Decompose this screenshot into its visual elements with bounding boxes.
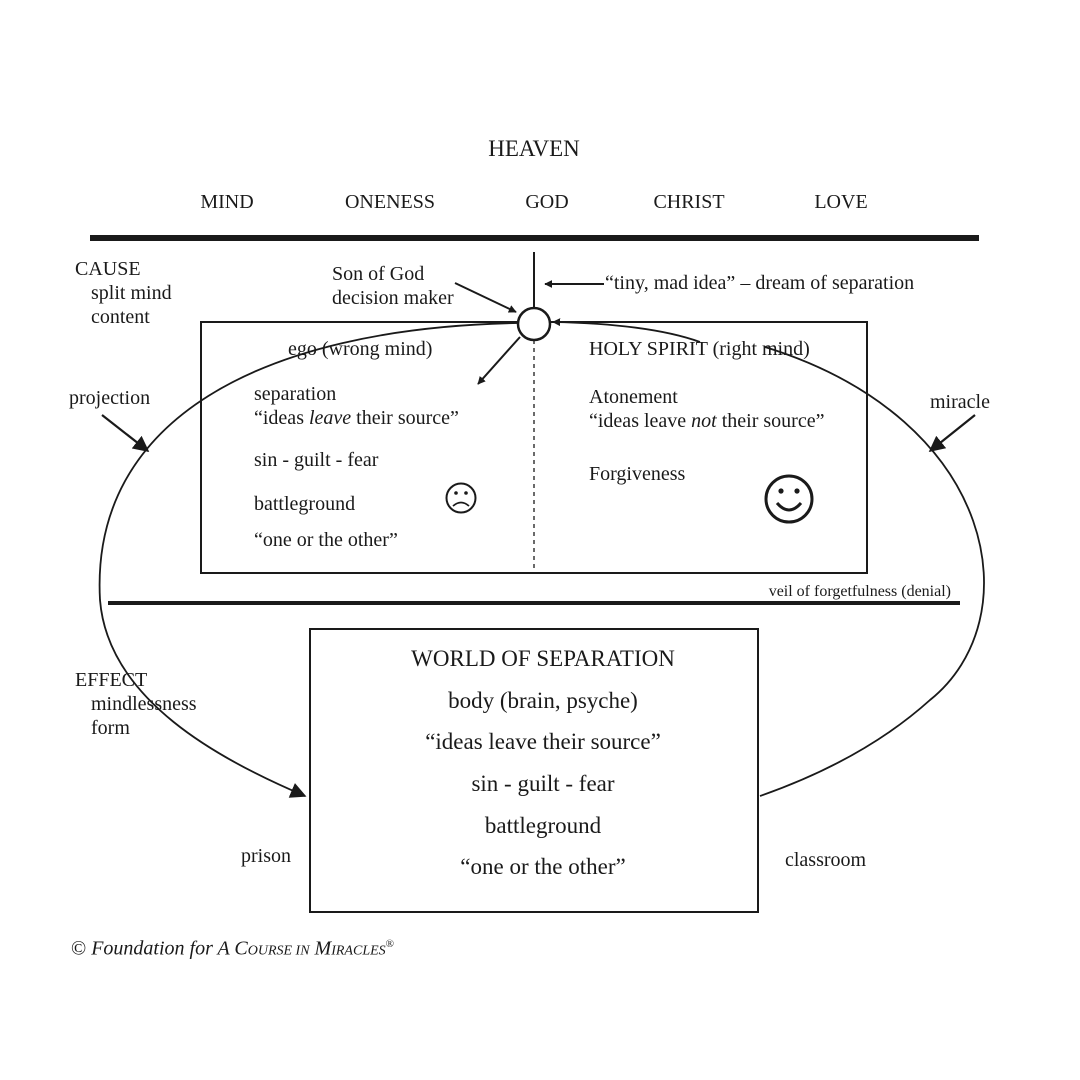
effect-form: form xyxy=(91,717,130,739)
effect-title: EFFECT xyxy=(75,669,148,691)
prison-label: prison xyxy=(241,845,291,867)
world-box xyxy=(309,628,759,913)
choice-arrow xyxy=(477,336,521,385)
effect-mindlessness: mindlessness xyxy=(91,693,197,715)
son-of-god-arrow xyxy=(454,282,517,313)
heaven-item-christ: CHRIST xyxy=(653,191,725,213)
cause-split-mind: split mind xyxy=(91,282,172,304)
ego-sin-guilt-fear: sin - guilt - fear xyxy=(254,449,379,471)
ego-heading: ego (wrong mind) xyxy=(288,338,433,360)
holy-spirit-arrow xyxy=(552,318,701,343)
ego-one-or-other: “one or the other” xyxy=(254,529,398,551)
heaven-item-mind: MIND xyxy=(200,191,254,213)
holy-spirit-forgiveness: Forgiveness xyxy=(589,463,686,485)
heaven-item-oneness: ONENESS xyxy=(344,191,436,213)
classroom-label: classroom xyxy=(785,849,867,871)
frowning-face-icon xyxy=(445,482,477,514)
veil-divider-line xyxy=(108,601,960,605)
heaven-item-love: LOVE xyxy=(814,191,868,213)
decision-maker-label: decision maker xyxy=(332,287,454,309)
veil-label: veil of forgetfulness (denial) xyxy=(768,583,951,600)
ego-projection-arc xyxy=(98,322,519,798)
decision-maker-circle xyxy=(516,306,552,342)
miracle-label: miracle xyxy=(930,391,990,413)
ego-ideas-leave-quote: “ideas leave their source” xyxy=(254,407,459,429)
world-sin-guilt-fear: sin - guilt - fear xyxy=(471,771,615,796)
ego-separation: separation xyxy=(254,383,337,405)
ego-battleground: battleground xyxy=(254,493,356,515)
copyright-notice: © Foundation for A COURSE IN MIRACLES® xyxy=(71,937,395,960)
son-of-god-label: Son of God xyxy=(332,263,425,285)
holy-spirit-atonement: Atonement xyxy=(589,386,678,408)
tiny-mad-idea-label: “tiny, mad idea” – dream of separation xyxy=(605,272,915,294)
world-one-or-other: “one or the other” xyxy=(460,854,626,879)
world-title: WORLD OF SEPARATION xyxy=(411,646,675,671)
cause-title: CAUSE xyxy=(75,258,141,280)
projection-label: projection xyxy=(69,387,151,409)
holy-spirit-ideas-leave-not-quote: “ideas leave not their source” xyxy=(589,410,825,432)
heaven-item-god: GOD xyxy=(525,191,569,213)
miracle-arrow xyxy=(928,414,976,452)
world-body: body (brain, psyche) xyxy=(448,688,638,713)
cause-content: content xyxy=(91,306,150,328)
heaven-divider-line xyxy=(90,235,979,241)
smiling-face-icon xyxy=(764,474,814,524)
holy-spirit-miracle-arc xyxy=(759,346,985,797)
holy-spirit-heading: HOLY SPIRIT (right mind) xyxy=(589,338,810,360)
projection-arrow xyxy=(101,414,150,452)
world-ideas-leave-quote: “ideas leave their source” xyxy=(425,729,661,754)
world-battleground: battleground xyxy=(484,813,602,838)
heaven-title: HEAVEN xyxy=(488,136,580,161)
